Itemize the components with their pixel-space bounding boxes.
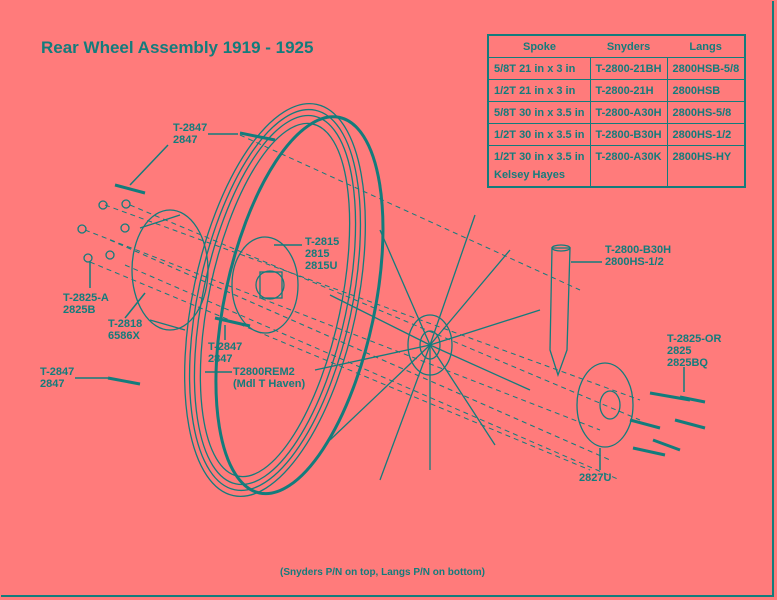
rim bbox=[184, 102, 385, 498]
table-row: 1/2T 21 in x 3 in T-2800-21H 2800HSB bbox=[487, 79, 746, 102]
spoke-parts-table: Spoke Snyders Langs 5/8T 21 in x 3 in T-… bbox=[487, 34, 747, 188]
table-row: 5/8T 30 in x 3.5 in T-2800-A30H 2800HS-5… bbox=[487, 101, 746, 124]
cell-langs: 2800HS-1/2 bbox=[666, 123, 746, 146]
cell-snyders: T-2800-B30H bbox=[589, 123, 668, 146]
cell-spoke-size: 1/2T 30 in x 3.5 in bbox=[494, 151, 585, 163]
cell-snyders: T-2800-21H bbox=[589, 79, 668, 102]
footnote: (Snyders P/N on top, Langs P/N on bottom… bbox=[280, 567, 485, 578]
rear-flange bbox=[576, 362, 634, 448]
label-bolt-left: T-2847 2847 bbox=[40, 366, 75, 390]
cell-snyders: T-2800-21BH bbox=[589, 57, 668, 80]
header-snyders: Snyders bbox=[590, 34, 668, 58]
header-spoke: Spoke bbox=[488, 34, 590, 58]
label-bolt-right: T-2825-OR 2825 2825BQ bbox=[667, 333, 722, 369]
table-header-row: Spoke Snyders Langs bbox=[488, 34, 746, 58]
cell-langs: 2800HS-5/8 bbox=[666, 101, 746, 124]
front-flange bbox=[231, 236, 299, 334]
assembly-lines bbox=[84, 134, 641, 481]
label-spoke: T-2800-B30H 2800HS-1/2 bbox=[605, 244, 672, 268]
brake-drum bbox=[131, 209, 209, 331]
cell-langs: 2800HS-HY bbox=[666, 145, 746, 188]
cell-snyders: T-2800-A30K bbox=[589, 145, 668, 188]
label-nut: T-2825-A 2825B bbox=[63, 292, 109, 316]
cell-langs: 2800HSB bbox=[666, 79, 746, 102]
cell-spoke: 5/8T 21 in x 3 in bbox=[487, 57, 591, 80]
label-rim: T2800REM2 (Mdl T Haven) bbox=[233, 366, 306, 390]
nuts bbox=[77, 199, 131, 263]
spare-spoke bbox=[549, 244, 571, 378]
cell-spoke: 1/2T 30 in x 3.5 in bbox=[487, 123, 591, 146]
label-brake-drum: T-2818 6586X bbox=[108, 318, 143, 342]
table-row: 5/8T 21 in x 3 in T-2800-21BH 2800HSB-5/… bbox=[487, 57, 746, 80]
cell-spoke: 1/2T 30 in x 3.5 in Kelsey Hayes bbox=[487, 145, 591, 188]
label-front-flange: T-2815 2815 2815U bbox=[305, 236, 340, 272]
table-row: 1/2T 30 in x 3.5 in Kelsey Hayes T-2800-… bbox=[487, 145, 746, 188]
spokes bbox=[314, 214, 541, 481]
cell-spoke-note: Kelsey Hayes bbox=[494, 169, 565, 181]
label-bolt-mid: T-2847 2847 bbox=[208, 341, 243, 365]
page-title: Rear Wheel Assembly 1919 - 1925 bbox=[41, 38, 314, 57]
label-rear-flange: 2827U bbox=[579, 472, 612, 484]
table-row: 1/2T 30 in x 3.5 in T-2800-B30H 2800HS-1… bbox=[487, 123, 746, 146]
header-langs: Langs bbox=[667, 34, 746, 58]
cell-snyders: T-2800-A30H bbox=[589, 101, 668, 124]
leader-lines bbox=[75, 133, 685, 470]
cell-langs: 2800HSB-5/8 bbox=[666, 57, 746, 80]
cell-spoke: 1/2T 21 in x 3 in bbox=[487, 79, 591, 102]
label-bolt-top: T-2847 2847 bbox=[173, 122, 208, 146]
cell-spoke: 5/8T 30 in x 3.5 in bbox=[487, 101, 591, 124]
bolts bbox=[107, 131, 706, 457]
